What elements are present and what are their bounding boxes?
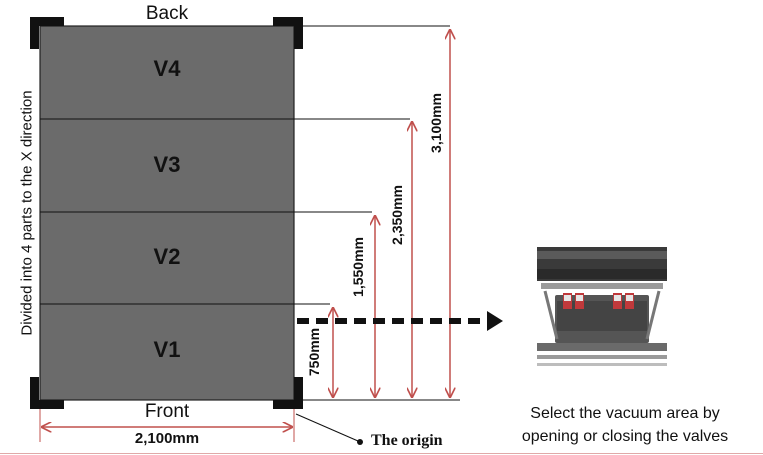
corner-clamp-bottom-right <box>294 377 303 409</box>
dimension-label-2350mm: 2,350mm <box>389 185 405 245</box>
front-label: Front <box>144 401 190 422</box>
caption-line-1: Select the vacuum area by <box>530 405 720 422</box>
width-dimension-label: 2,100mm <box>134 430 200 447</box>
corner-clamp-top-right <box>273 17 303 26</box>
corner-clamp-bottom-left <box>30 377 39 409</box>
dimension-label-3100mm: 3,100mm <box>428 93 444 153</box>
dimension-label-750mm: 750mm <box>306 327 322 377</box>
corner-clamp-top-right <box>294 17 303 49</box>
zone-label-v3: V3 <box>153 152 181 177</box>
dimension-label-1550mm: 1,550mm <box>350 237 366 297</box>
zone-label-v2: V2 <box>153 244 181 269</box>
dashed-pointer-arrowhead <box>487 311 503 331</box>
corner-clamp-top-left <box>30 17 39 49</box>
zone-label-v1: V1 <box>153 337 181 362</box>
origin-label: The origin <box>371 432 443 449</box>
corner-clamp-top-left <box>30 17 64 26</box>
bottom-rule <box>0 453 763 454</box>
valve-photo <box>537 243 667 373</box>
corner-clamps <box>30 17 303 409</box>
origin-leader-line <box>295 413 359 442</box>
caption-line-2: opening or closing the valves <box>521 428 729 445</box>
origin-dot <box>357 439 363 445</box>
photo-caption: Select the vacuum area by opening or clo… <box>490 402 760 448</box>
zone-label-v4: V4 <box>153 56 181 81</box>
corner-clamp-bottom-right <box>273 400 303 409</box>
corner-clamp-bottom-left <box>30 400 64 409</box>
vacuum-table <box>39 25 295 401</box>
side-note: Divided into 4 parts to the X direction <box>18 90 36 336</box>
back-label: Back <box>145 3 189 24</box>
